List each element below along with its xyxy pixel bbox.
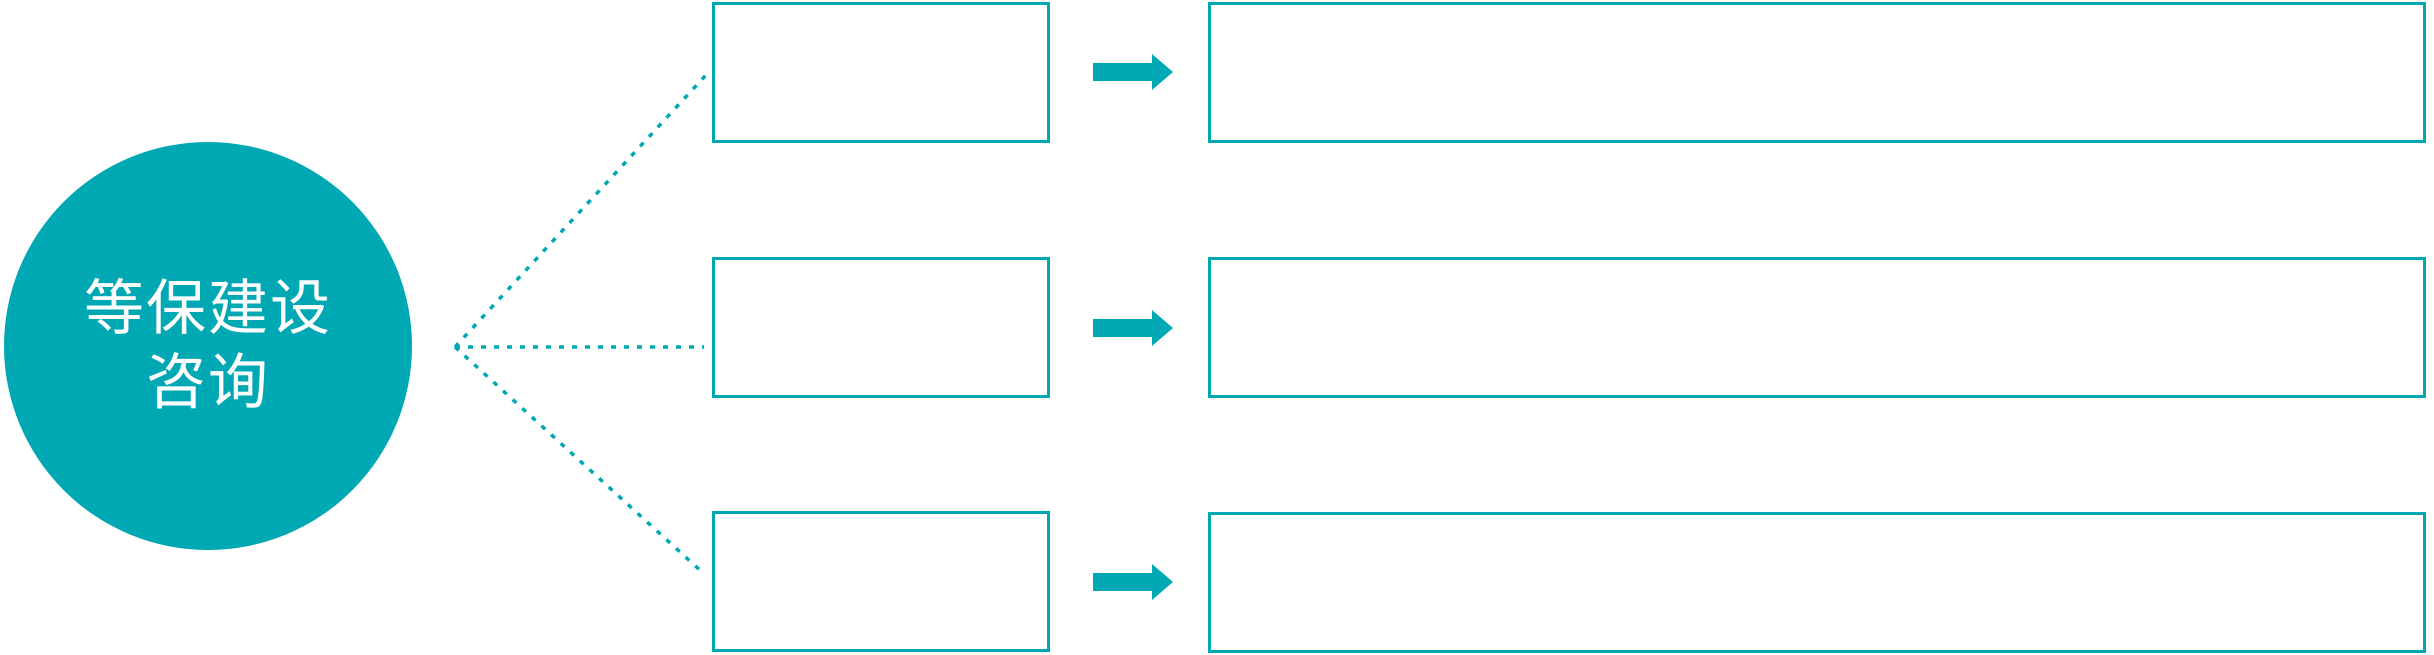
result-box-1 <box>1208 2 2426 143</box>
root-node-label-line1: 等保建设 <box>84 274 332 344</box>
step-box-1 <box>712 2 1050 143</box>
result-box-2-label <box>1211 260 2423 395</box>
step-box-2-label <box>715 260 1047 395</box>
root-node-label-line2: 咨询 <box>146 348 270 418</box>
step-box-1-label <box>715 5 1047 140</box>
arrow-right-icon <box>1093 54 1173 90</box>
connector-line-top <box>453 73 708 349</box>
arrow-right-icon <box>1093 564 1173 600</box>
result-box-2 <box>1208 257 2426 398</box>
step-box-2 <box>712 257 1050 398</box>
step-box-3 <box>712 511 1050 652</box>
connector-line-bottom <box>453 345 704 574</box>
step-box-3-label <box>715 514 1047 649</box>
root-node-circle: 等保建设 咨询 <box>4 142 412 550</box>
arrow-right-icon <box>1093 310 1173 346</box>
result-box-3 <box>1208 512 2426 653</box>
result-box-3-label <box>1211 515 2423 650</box>
result-box-1-label <box>1211 5 2423 140</box>
